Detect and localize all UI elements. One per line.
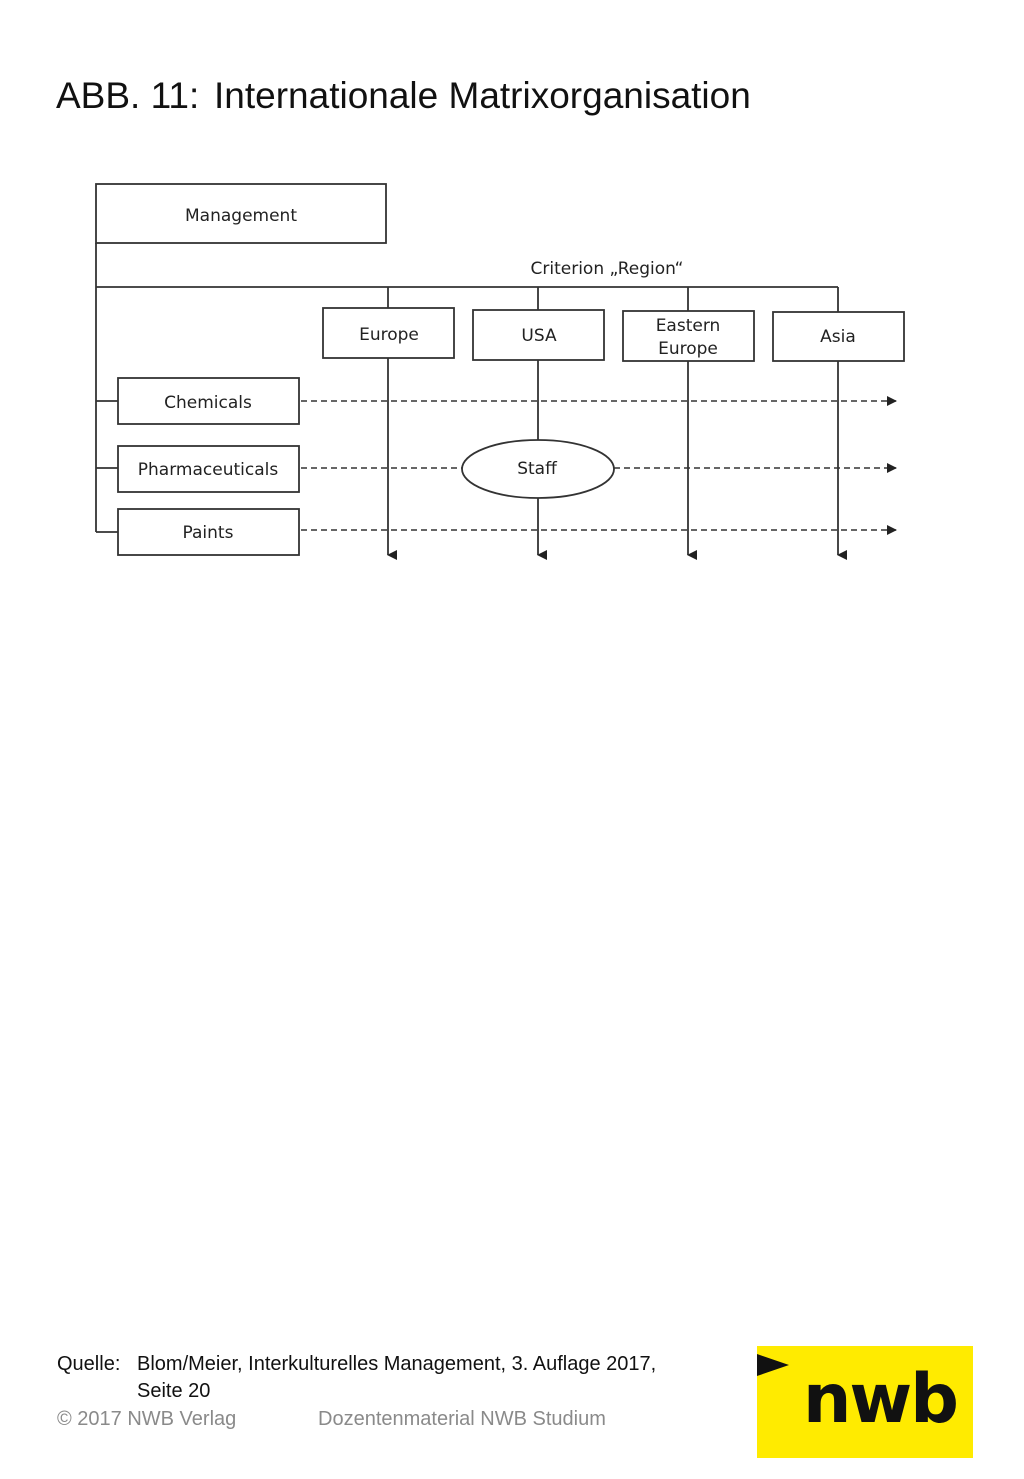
logo-text: nwb [803,1360,959,1439]
division-label-chemicals: Chemicals [164,393,252,413]
nwb-logo: nwb [757,1346,973,1458]
figure-number: ABB. 11: [56,75,200,116]
region-box-europe [322,307,455,359]
logo-triangle-icon [757,1354,789,1376]
region-label-eastern-europe-line2: Europe [658,339,718,359]
region-label-eastern-europe-line1: Eastern [656,316,721,336]
management-label: Management [185,206,297,226]
source-citation: Quelle: Blom/Meier, Interkulturelles Mana… [57,1351,656,1405]
division-label-paints: Paints [183,523,234,543]
division-box-chemicals [117,377,300,425]
region-label-usa: USA [521,326,557,346]
staff-ellipse [461,439,615,499]
division-label-pharmaceuticals: Pharmaceuticals [138,460,279,480]
page-title: ABB. 11: Internationale Matrixorganisatio… [56,74,751,118]
source-label: Quelle: [57,1353,121,1375]
source-line2: Seite 20 [137,1380,211,1402]
footer-copyright: © 2017 NWB Verlag [57,1408,237,1430]
source-line1: Blom/Meier, Interkulturelles Management,… [137,1353,657,1375]
matrix-organization-diagram: Management Criterion „Region“ Europe USA… [95,183,905,560]
division-box-pharmaceuticals [117,445,300,493]
region-label-asia: Asia [820,327,856,347]
region-box-eastern-europe [622,310,755,362]
division-box-paints [117,508,300,556]
region-label-europe: Europe [359,325,419,345]
staff-label: Staff [517,459,558,479]
management-box [95,183,387,244]
figure-title: Internationale Matrixorganisation [214,75,751,116]
footer-material: Dozentenmaterial NWB Studium [318,1408,606,1430]
criterion-region-label: Criterion „Region“ [531,259,684,279]
